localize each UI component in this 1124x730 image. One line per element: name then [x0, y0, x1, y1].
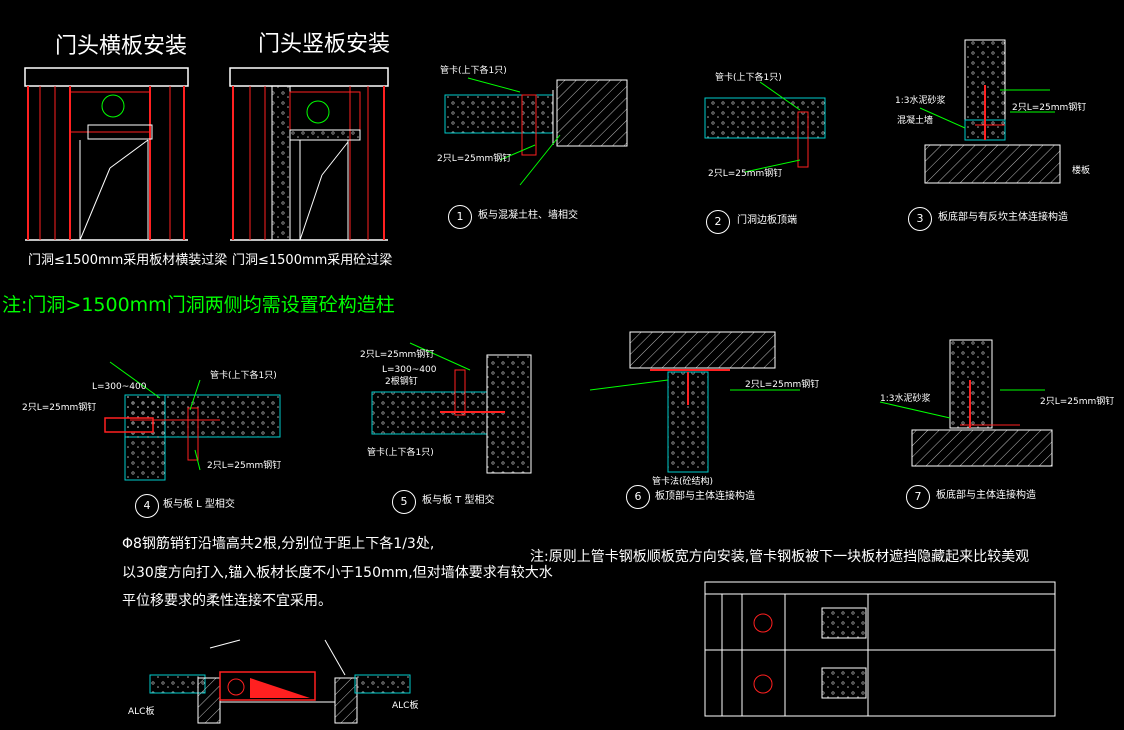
alc-detail-drawing — [149, 639, 411, 724]
detail-2-drawing — [704, 81, 826, 173]
title-horizontal: 门头横板安装 — [55, 34, 188, 59]
bottom-note-line-1: Φ8钢筋销钉沿墙高共2根,分别位于距上下各1/3处, — [122, 536, 435, 552]
detail-6-drawing — [589, 331, 800, 473]
detail-3-caption: 板底部与有反坎主体连接构造 — [938, 212, 1068, 223]
detail-7-caption: 板底部与主体连接构造 — [936, 490, 1036, 501]
note-horizontal: 门洞≤1500mm采用板材横装过梁 — [28, 253, 228, 268]
label-rod-6: 2只L=25mm钢钉 — [745, 380, 820, 390]
label-l-nail-4: L=300~400 — [92, 382, 147, 392]
detail-1-drawing — [444, 77, 628, 186]
label-rod-4a: 2只L=25mm钢钉 — [22, 403, 97, 413]
label-pipe-clip-1: 管卡(上下各1只) — [440, 66, 507, 76]
label-rod-3: 2只L=25mm钢钉 — [1012, 103, 1087, 113]
detail-3-drawing — [919, 39, 1061, 184]
label-alc-right: ALC板 — [392, 701, 419, 711]
legend-table — [704, 581, 1056, 717]
label-pipe-clip-2: 管卡(上下各1只) — [715, 73, 782, 83]
detail-4-drawing — [104, 361, 281, 481]
label-two-nail-5: 2根钢钉 — [385, 377, 418, 387]
detail-4-number: 4 — [135, 494, 159, 518]
label-l-nail-5: L=300~400 — [382, 365, 437, 375]
title-vertical: 门头竖板安装 — [258, 32, 391, 57]
bottom-note-line-2: 以30度方向打入,锚入板材长度不小于150mm,但对墙体要求有较大水 — [122, 565, 553, 581]
label-alc-left: ALC板 — [128, 707, 155, 717]
detail-5-number: 5 — [392, 490, 416, 514]
label-rod-7: 2只L=25mm钢钉 — [1040, 397, 1115, 407]
label-rod-4b: 2只L=25mm钢钉 — [207, 461, 282, 471]
bottom-note-line-3: 平位移要求的柔性连接不宜采用。 — [122, 593, 332, 609]
label-rod-2: 2只L=25mm钢钉 — [708, 169, 783, 179]
detail-2-caption: 门洞边板顶端 — [737, 215, 797, 226]
door-head-horizontal-drawing — [24, 67, 189, 241]
detail-3-number: 3 — [908, 207, 932, 231]
label-pipe-clip-6: 管卡法(砼结构) — [652, 477, 714, 487]
right-note: 注:原则上管卡钢板顺板宽方向安装,管卡钢板被下一块板材遮挡隐藏起来比较美观 — [530, 549, 1030, 565]
door-head-vertical-drawing — [229, 67, 389, 241]
detail-2-number: 2 — [706, 210, 730, 234]
label-wall-3: 混凝土墙 — [897, 116, 934, 126]
label-pipe-clip-4: 管卡(上下各1只) — [210, 371, 277, 381]
main-note: 注:门洞>1500mm门洞两侧均需设置砼构造柱 — [2, 294, 395, 316]
note-vertical: 门洞≤1500mm采用砼过梁 — [232, 253, 393, 268]
detail-5-caption: 板与板 T 型相交 — [422, 495, 495, 506]
detail-6-caption: 板顶部与主体连接构造 — [655, 491, 755, 502]
label-rod-1: 2只L=25mm钢钉 — [437, 154, 512, 164]
detail-7-number: 7 — [906, 485, 930, 509]
label-pipe-clip-5: 管卡(上下各1只) — [367, 448, 434, 458]
label-floor-3: 楼板 — [1072, 166, 1091, 176]
label-mortar-3: 1:3水泥砂浆 — [895, 96, 946, 106]
detail-4-caption: 板与板 L 型相交 — [163, 499, 235, 510]
detail-7-drawing — [879, 339, 1053, 467]
detail-5-drawing — [371, 342, 532, 474]
label-rod-5: 2只L=25mm钢钉 — [360, 350, 435, 360]
detail-1-number: 1 — [448, 205, 472, 229]
label-mortar-7: 1:3水泥砂浆 — [880, 394, 931, 404]
detail-1-caption: 板与混凝土柱、墙相交 — [478, 210, 578, 221]
detail-6-number: 6 — [626, 485, 650, 509]
